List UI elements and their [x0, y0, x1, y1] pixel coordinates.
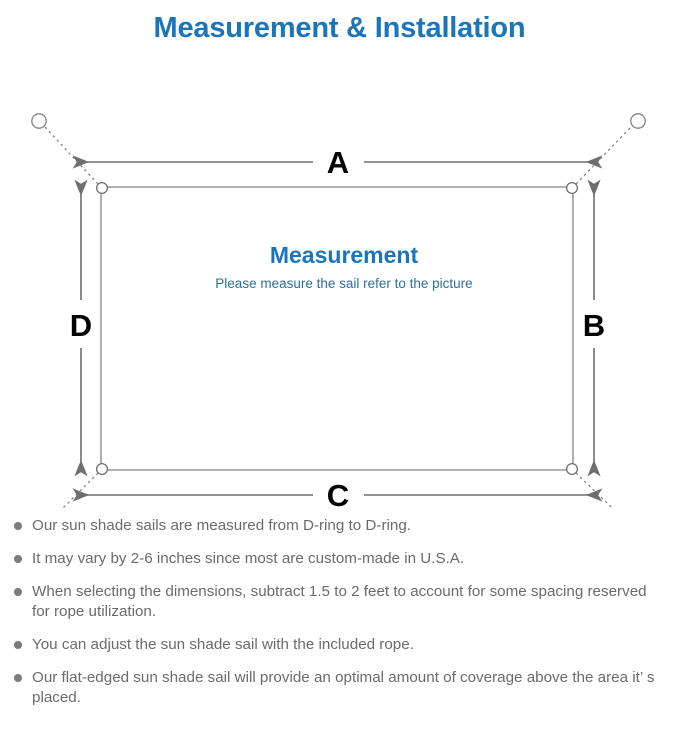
d-ring-bottom-left	[95, 462, 109, 476]
list-item: When selecting the dimensions, subtract …	[14, 582, 661, 622]
rope-line-bottom-right	[575, 472, 614, 508]
d-ring-top-left	[95, 181, 109, 195]
rope-line-bottom-left	[62, 472, 99, 508]
bullet-icon	[14, 522, 22, 530]
sail-body	[100, 186, 574, 471]
notes-list: Our sun shade sails are measured from D-…	[0, 508, 679, 708]
dimension-label-b: B	[583, 308, 605, 343]
sail-inner-title: Measurement	[270, 242, 419, 268]
bullet-icon	[14, 555, 22, 563]
rope-line-top-left	[44, 126, 99, 185]
list-item: It may vary by 2-6 inches since most are…	[14, 549, 661, 569]
d-ring-bottom-right	[565, 462, 579, 476]
bullet-icon	[14, 641, 22, 649]
note-text: Our sun shade sails are measured from D-…	[32, 517, 411, 534]
dimension-label-d: D	[70, 308, 92, 343]
d-ring-top-right	[565, 181, 579, 195]
diagram-canvas: A C D B Measurement Please measure the s…	[31, 113, 646, 508]
dimension-label-c: C	[327, 478, 349, 508]
measurement-diagram: A C D B Measurement Please measure the s…	[0, 48, 679, 508]
anchor-top-left	[31, 113, 47, 129]
list-item: Our sun shade sails are measured from D-…	[14, 516, 661, 536]
anchor-top-right	[630, 113, 646, 129]
note-text: It may vary by 2-6 inches since most are…	[32, 550, 465, 567]
bullet-icon	[14, 674, 22, 682]
rope-line-top-right	[575, 126, 632, 185]
note-text: When selecting the dimensions, subtract …	[32, 583, 647, 620]
list-item: Our flat-edged sun shade sail will provi…	[14, 668, 661, 708]
list-item: You can adjust the sun shade sail with t…	[14, 635, 661, 655]
page-title: Measurement & Installation	[153, 12, 526, 44]
bullet-icon	[14, 588, 22, 596]
note-text: Our flat-edged sun shade sail will provi…	[32, 669, 655, 706]
sail-inner-subtitle: Please measure the sail refer to the pic…	[215, 276, 472, 291]
note-text: You can adjust the sun shade sail with t…	[32, 636, 414, 653]
dimension-label-a: A	[327, 145, 349, 180]
